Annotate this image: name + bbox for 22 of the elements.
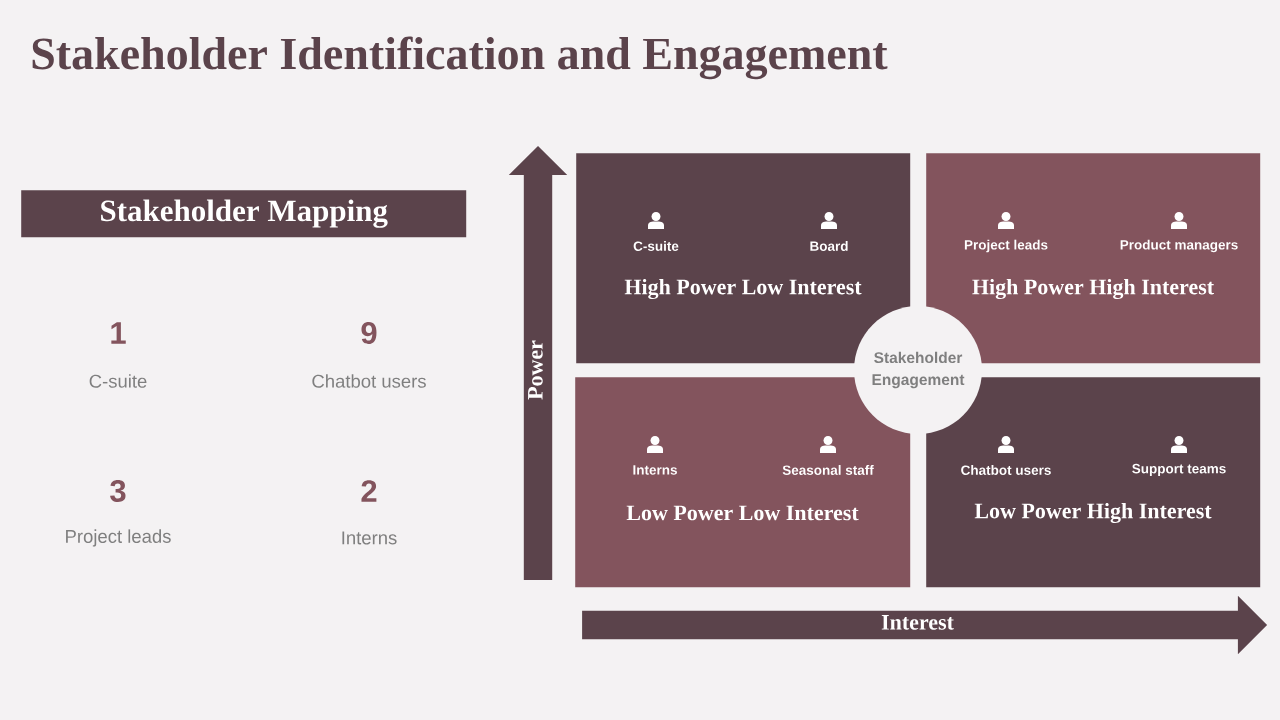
- quadrant-title: High Power High Interest: [972, 278, 1214, 300]
- slide-title: Stakeholder Identification and Engagement: [32, 36, 888, 80]
- stakeholder-name: Project leads: [964, 239, 1048, 253]
- stakeholder-count: 3: [110, 480, 126, 502]
- group-name: Project leads: [66, 529, 171, 547]
- stakeholder-name: Chatbot users: [961, 465, 1051, 475]
- stakeholder-name: Seasonal staff: [782, 465, 874, 475]
- group-name: Interns: [342, 531, 397, 545]
- stakeholder-count: 1: [111, 322, 126, 344]
- stakeholder-name: Product managers: [1120, 239, 1238, 253]
- quadrant-title: Low Power High Interest: [974, 502, 1212, 524]
- group-name: C-suite: [89, 374, 147, 388]
- stakeholder-count: 2: [361, 480, 377, 502]
- stakeholder-name: C-suite: [633, 241, 679, 251]
- stakeholder-name: Support teams: [1132, 463, 1226, 477]
- stakeholder-name: Board: [810, 241, 848, 251]
- stakeholder-count: 9: [361, 322, 377, 344]
- group-name: Chatbot users: [312, 374, 426, 388]
- quadrant-title: Low Power Low Interest: [626, 505, 859, 521]
- stakeholder-name: Interns: [633, 465, 677, 475]
- quadrant-title: High Power Low Interest: [624, 278, 862, 300]
- section-header-band: Stakeholder Mapping: [21, 190, 467, 238]
